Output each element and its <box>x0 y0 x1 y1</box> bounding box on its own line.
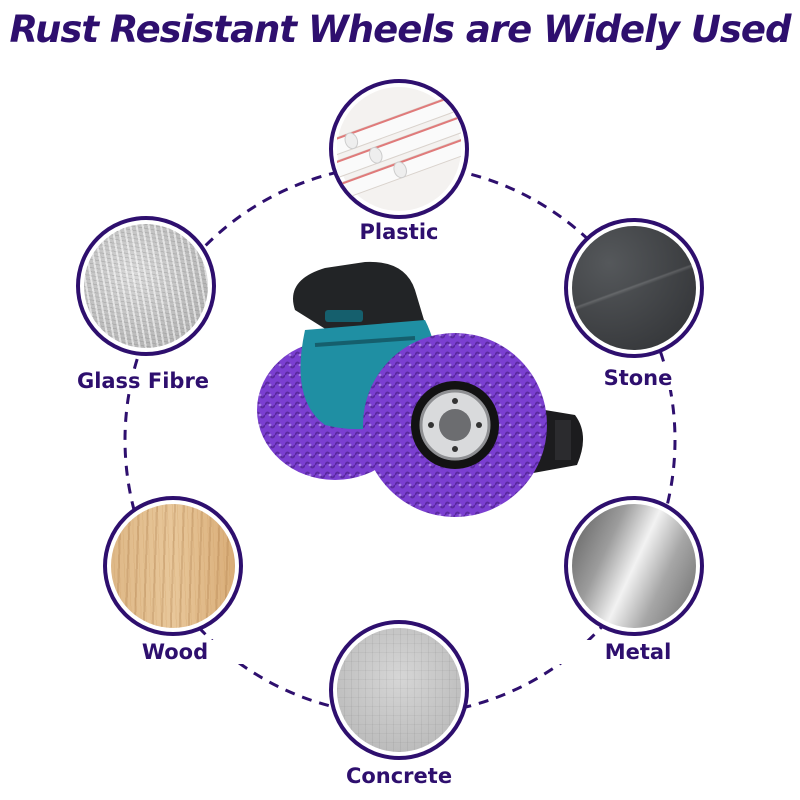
label-plastic: Plastic <box>319 220 479 244</box>
concrete-texture-icon <box>337 628 461 752</box>
label-concrete: Concrete <box>319 764 479 788</box>
wood-texture-icon <box>111 504 235 628</box>
plastic-pipes-icon <box>333 92 465 199</box>
material-metal <box>564 496 704 636</box>
glass-fibre-texture-icon <box>84 224 208 348</box>
material-concrete <box>329 620 469 760</box>
material-wood <box>103 496 243 636</box>
metal-texture-icon <box>572 504 696 628</box>
label-metal: Metal <box>558 640 718 664</box>
label-stone: Stone <box>558 366 718 390</box>
material-stone <box>564 218 704 358</box>
orbital-sander-with-purple-strip-disc-icon <box>257 261 584 517</box>
page-title: Rust Resistant Wheels are Widely Used <box>9 8 792 51</box>
material-plastic <box>329 79 469 219</box>
material-glass-fibre <box>76 216 216 356</box>
label-glass-fibre: Glass Fibre <box>63 369 223 393</box>
label-wood: Wood <box>95 640 255 664</box>
stone-texture-icon <box>572 226 696 350</box>
